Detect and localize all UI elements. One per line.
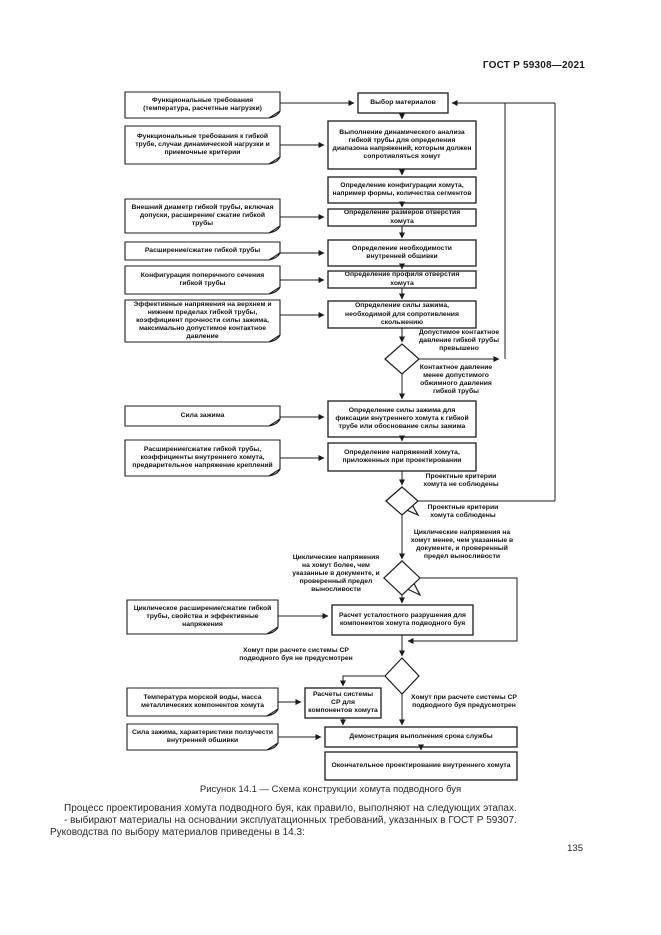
standard-number: ГОСТ Р 59308—2021 (482, 60, 585, 71)
branch-label-cp-included: Хомут при расчете системы СР подводного … (411, 694, 517, 710)
input-clamp-force: Сила зажима (180, 411, 225, 419)
step-fatigue-calc: Расчет усталостного разрушения для компо… (338, 611, 467, 627)
step-cp-calc: Расчеты системы СР для компонентов хомут… (308, 690, 378, 714)
connectors (278, 103, 556, 751)
step-bore-dimensions: Определение размеров отверстия хомута (343, 210, 461, 225)
input-effective-stresses: Эффективные напряжения на верхнем и нижн… (133, 301, 272, 341)
branch-label-cp-not-included: Хомут при расчете системы СР подводного … (239, 647, 353, 663)
input-card-shapes (124, 91, 281, 751)
step-configuration: Определение конфигурации хомута, наприме… (332, 181, 472, 197)
input-outer-diameter: Внешний диаметр гибкой трубы, включая до… (131, 203, 274, 227)
step-clamp-stresses: Определение напряжений хомута, приложенн… (342, 448, 462, 464)
branch-label-pressure-ok: Контактное давление менее допустимого об… (419, 364, 493, 396)
step-liner-need: Определение необходимости внутренней обш… (352, 244, 452, 260)
branch-label-cyclic-less: Циклические напряжения на хомут менее, ч… (410, 529, 514, 561)
input-cyclic-expansion: Циклическое расширение/сжатие гибкой тру… (133, 604, 272, 628)
step-material-selection: Выбор материалов (370, 98, 436, 106)
step-final-design: Окончательное проектирование внутреннего… (331, 761, 511, 769)
step-clamp-force-slippage: Определение силы зажима, необходимой для… (345, 302, 459, 326)
paragraph-line-3: Руководства по выбору материалов приведе… (50, 827, 305, 838)
step-bore-profile: Определение профиля отверстия хомута (344, 272, 460, 287)
figure-caption: Рисунок 14.1 — Схема конструкции хомута … (199, 784, 462, 795)
branch-label-pressure-exceeded: Допустимое контактное давление гибкой тр… (418, 329, 500, 353)
branch-label-cyclic-more: Циклические напряжения на хомут более, ч… (292, 554, 380, 593)
step-service-life: Демонстрация выполнения срока службы (349, 732, 493, 740)
step-clamp-force-fixation: Определение силы зажима для фиксации вну… (335, 406, 469, 430)
branch-label-criteria-met: Проектные критерии хомута соблюдены (427, 504, 499, 520)
paragraph-line-1: Процесс проектирования хомута подводного… (64, 803, 517, 814)
input-cross-section: Конфигурация поперечного сечения гибкой … (140, 271, 265, 287)
paragraph-line-2: - выбирают материалы на основании эксплу… (64, 815, 517, 826)
page-number: 135 (567, 843, 583, 854)
input-functional-requirements: Функциональные требования (температура, … (143, 96, 262, 112)
input-expansion-coefficients: Расширение/сжатие гибкой трубы, коэффици… (132, 445, 273, 469)
input-clamp-force-creep: Сила зажима, характеристики ползучести в… (131, 728, 274, 744)
decision-cp-scope (384, 657, 420, 695)
input-pipe-requirements: Функциональные требования к гибкой трубе… (135, 132, 270, 156)
step-dynamic-analysis: Выполнение динамического анализа гибкой … (332, 128, 472, 161)
input-seawater-temperature: Температура морской воды, масса металлич… (141, 693, 264, 709)
branch-label-criteria-not-met: Проектные критерии хомута не соблюдены (423, 473, 499, 489)
input-expansion: Расширение/сжатие гибкой трубы (144, 246, 261, 254)
